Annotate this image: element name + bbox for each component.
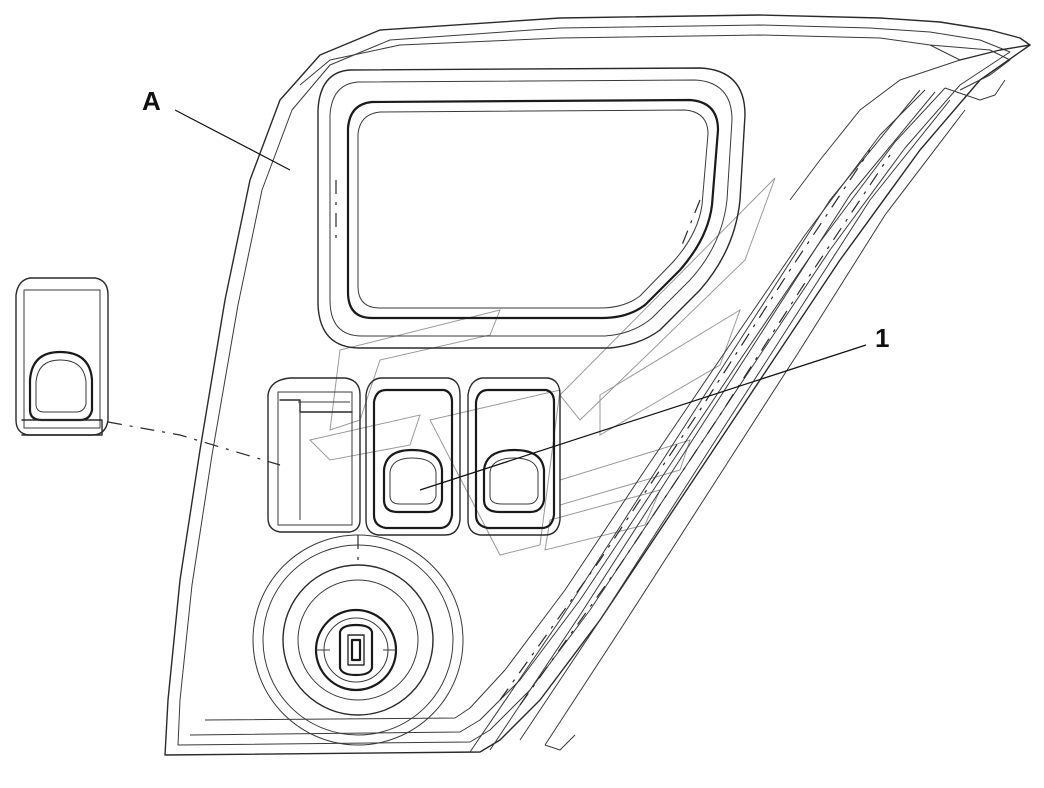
side-panel-a	[164, 14, 1031, 756]
rocker-switch-2	[467, 377, 561, 536]
callout-label-a: A	[142, 86, 161, 116]
callout-label-1: 1	[875, 323, 889, 353]
leader-line-a	[174, 109, 291, 171]
rocker-switch-1	[365, 377, 461, 536]
ignition-switch	[252, 534, 464, 746]
leader-line-1	[419, 344, 867, 491]
switch-row	[267, 377, 561, 536]
watermark	[309, 177, 776, 556]
assembly-center-line	[107, 421, 281, 466]
detached-switch	[15, 277, 109, 436]
blank-switch	[267, 377, 361, 533]
instrument-window	[317, 67, 746, 349]
